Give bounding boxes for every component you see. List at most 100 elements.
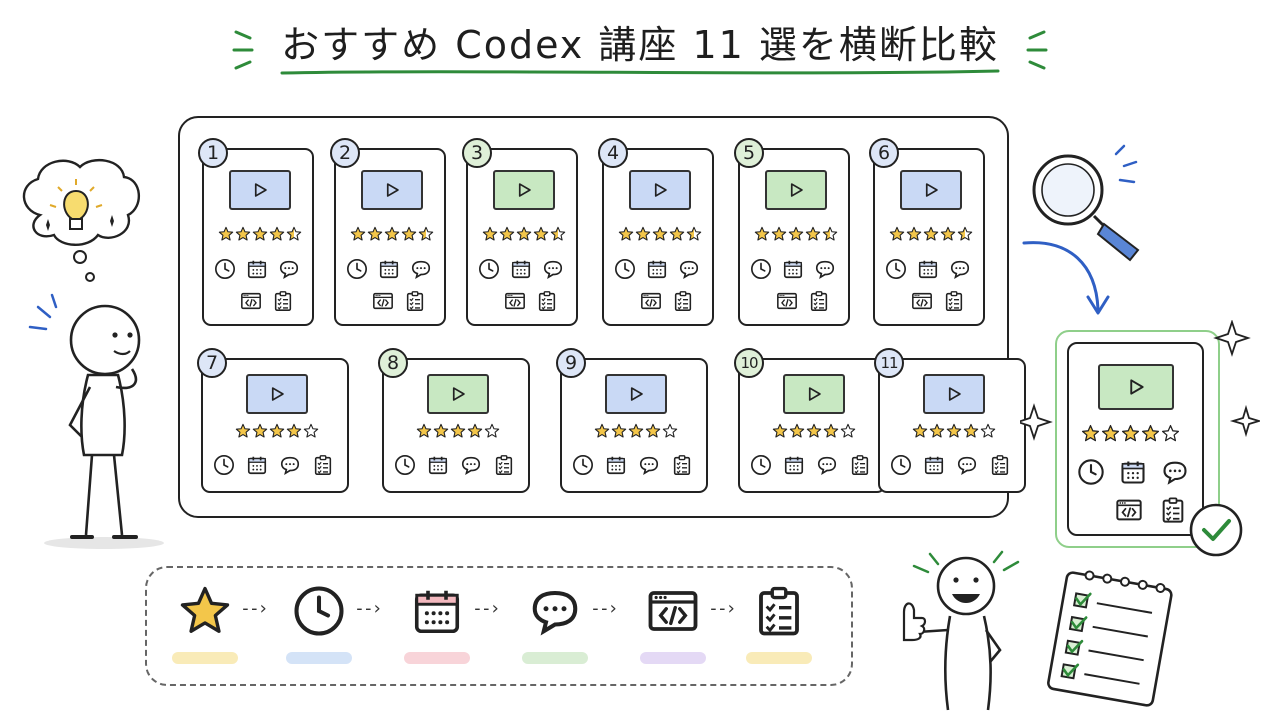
- feature-icons: [1077, 458, 1189, 486]
- code-icon: [504, 290, 526, 312]
- course-card[interactable]: [202, 148, 314, 326]
- step-highlight: [522, 652, 588, 664]
- star-icon: [269, 423, 285, 443]
- video-thumbnail[interactable]: [493, 170, 555, 210]
- play-icon: [948, 387, 961, 401]
- clock-icon: [292, 584, 346, 638]
- video-thumbnail[interactable]: [246, 374, 308, 414]
- star-icon: [303, 423, 319, 443]
- calendar-icon: [378, 258, 400, 280]
- star-icon: [635, 226, 651, 246]
- calendar-icon: [246, 258, 268, 280]
- course-card[interactable]: [334, 148, 446, 326]
- video-thumbnail[interactable]: [629, 170, 691, 210]
- selected-course-card[interactable]: [1067, 342, 1204, 536]
- step-highlight: [404, 652, 470, 664]
- video-thumbnail[interactable]: [765, 170, 827, 210]
- course-card[interactable]: [201, 358, 349, 493]
- title-emphasis-right-icon: [1026, 30, 1048, 70]
- video-thumbnail[interactable]: [1098, 364, 1174, 410]
- star-rating: [235, 423, 319, 443]
- course-card[interactable]: [560, 358, 708, 493]
- feature-icons: [213, 454, 334, 476]
- star-icon: [1121, 424, 1140, 447]
- video-thumbnail[interactable]: [605, 374, 667, 414]
- thinking-person-illustration: [22, 159, 164, 549]
- flow-arrow-icon: --›: [240, 598, 268, 619]
- checklist-icon: [1159, 496, 1187, 524]
- play-icon: [271, 387, 284, 401]
- course-card[interactable]: [738, 358, 886, 493]
- feature-icons: [750, 454, 871, 476]
- star-icon: [980, 423, 996, 443]
- course-card[interactable]: [738, 148, 850, 326]
- checklist-icon: [849, 454, 871, 476]
- feature-icons: [346, 258, 432, 280]
- star-icon: [754, 226, 770, 246]
- feature-icons: [1115, 496, 1187, 524]
- star-icon: [940, 226, 956, 246]
- play-icon: [386, 183, 399, 197]
- chat-icon: [279, 454, 301, 476]
- course-card[interactable]: [602, 148, 714, 326]
- step-highlight: [640, 652, 706, 664]
- clock-icon: [478, 258, 500, 280]
- video-thumbnail[interactable]: [923, 374, 985, 414]
- star-icon: [906, 226, 922, 246]
- chat-icon: [278, 258, 300, 280]
- feature-icons: [776, 290, 830, 312]
- star-icon: [533, 226, 549, 246]
- star-icon: [912, 423, 928, 443]
- course-card[interactable]: [878, 358, 1026, 493]
- video-thumbnail[interactable]: [361, 170, 423, 210]
- star-icon: [594, 423, 610, 443]
- feature-icons: [890, 454, 1011, 476]
- video-thumbnail[interactable]: [427, 374, 489, 414]
- feature-icons: [214, 258, 300, 280]
- play-icon: [808, 387, 821, 401]
- clock-icon: [213, 454, 235, 476]
- course-number-badge: 2: [330, 138, 360, 168]
- checklist-icon: [272, 290, 294, 312]
- calendar-icon: [1119, 458, 1147, 486]
- chat-icon: [638, 454, 660, 476]
- star-icon: [252, 423, 268, 443]
- star-rating: [1081, 424, 1180, 447]
- course-card[interactable]: [873, 148, 985, 326]
- course-number-badge: 8: [378, 348, 408, 378]
- course-number-badge: 4: [598, 138, 628, 168]
- star-icon: [286, 423, 302, 443]
- course-card[interactable]: [466, 148, 578, 326]
- star-icon: [482, 226, 498, 246]
- checklist-icon: [943, 290, 965, 312]
- star-icon: [218, 226, 234, 246]
- video-thumbnail[interactable]: [783, 374, 845, 414]
- checklist-icon: [672, 290, 694, 312]
- calendar-icon: [923, 454, 945, 476]
- star-icon: [963, 423, 979, 443]
- code-icon: [372, 290, 394, 312]
- star-icon: [350, 226, 366, 246]
- calendar-icon: [646, 258, 668, 280]
- course-number-badge: 9: [556, 348, 586, 378]
- check-circle-icon: [1189, 503, 1243, 557]
- course-card[interactable]: [382, 358, 530, 493]
- chat-icon: [816, 454, 838, 476]
- play-icon: [925, 183, 938, 197]
- chat-icon: [410, 258, 432, 280]
- star-icon: [384, 226, 400, 246]
- play-icon: [654, 183, 667, 197]
- chat-icon: [678, 258, 700, 280]
- star-icon: [686, 226, 702, 246]
- star-rating: [618, 226, 702, 246]
- feature-icons: [394, 454, 515, 476]
- clock-icon: [750, 454, 772, 476]
- clock-icon: [614, 258, 636, 280]
- star-icon: [806, 423, 822, 443]
- video-thumbnail[interactable]: [229, 170, 291, 210]
- course-number-badge: 6: [869, 138, 899, 168]
- star-icon: [840, 423, 856, 443]
- chat-icon: [542, 258, 564, 280]
- video-thumbnail[interactable]: [900, 170, 962, 210]
- clock-icon: [890, 454, 912, 476]
